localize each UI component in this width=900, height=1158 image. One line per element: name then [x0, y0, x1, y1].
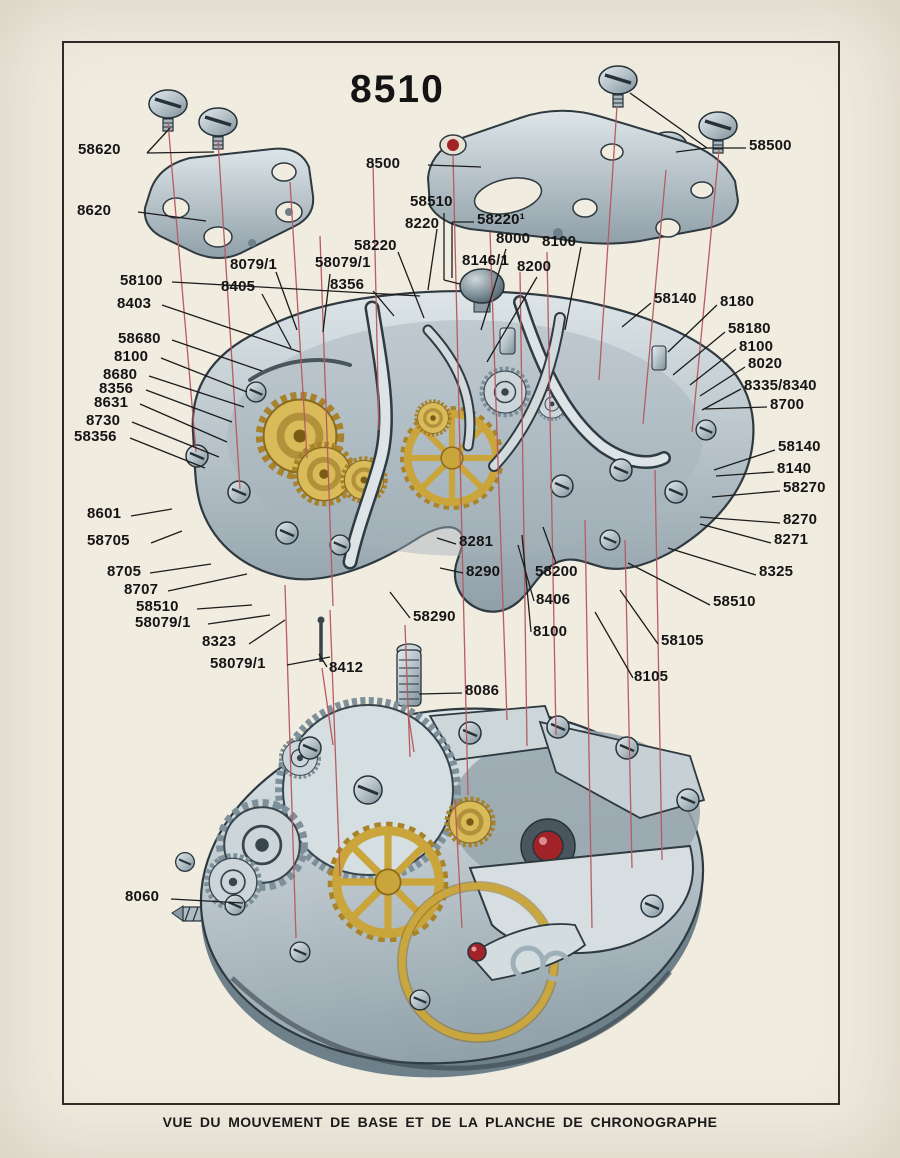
base-movement: [174, 697, 706, 1078]
label-leader-lines: [129, 92, 781, 904]
red-leader-lines: [167, 105, 720, 939]
bridge-8500: [426, 64, 740, 245]
chronograph-plate-assembly: [184, 268, 755, 613]
page-title: 8510: [350, 68, 445, 111]
page-caption: VUE DU MOUVEMENT DE BASE ET DE LA PLANCH…: [162, 1114, 718, 1130]
bridge-8620: [143, 88, 315, 259]
page-border-frame: [62, 41, 840, 1105]
